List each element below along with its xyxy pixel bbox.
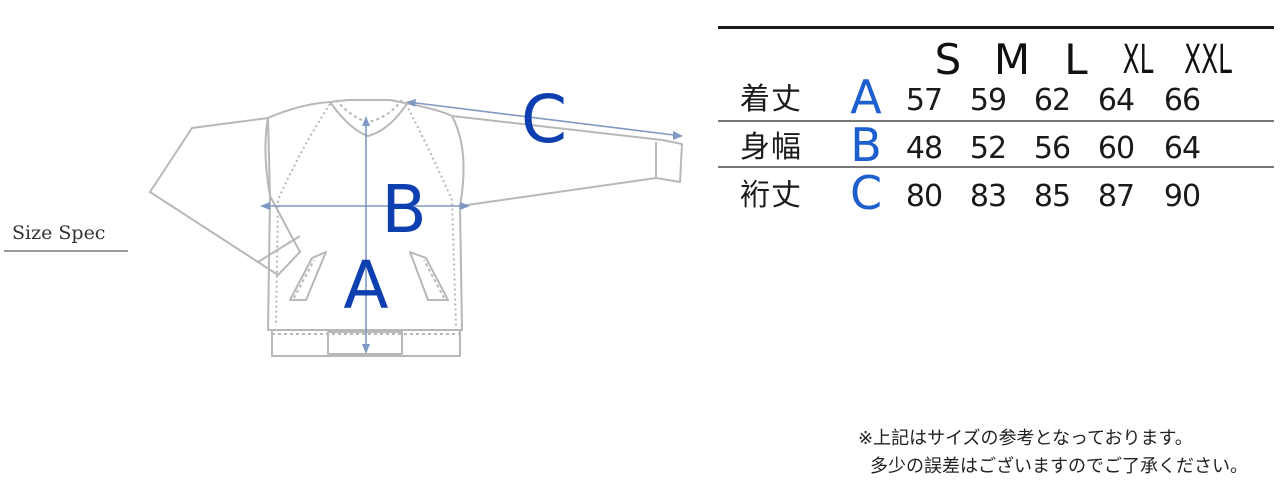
cell-value: 90 [1163,179,1201,214]
cell-value: 64 [1163,131,1201,166]
size-header-l: L [1064,35,1088,84]
cell-value: 52 [969,131,1007,166]
row-label: 身幅 [740,130,802,165]
table-row-rule [718,120,1274,122]
cell-value: 64 [1097,83,1135,118]
row-label: 裄丈 [740,178,802,213]
size-header-m: M [993,35,1031,84]
size-header-s: S [934,35,962,84]
cell-value: 87 [1097,179,1135,214]
row-label: 着丈 [740,82,802,117]
measurement-arrows [260,99,683,354]
cell-value: 83 [969,179,1007,214]
cell-value: 57 [905,83,943,118]
title-underline [4,250,128,252]
size-spec-title: Size Spec [12,222,106,244]
size-header-xxl: XXL [1184,37,1232,83]
table-row-rule [718,166,1274,168]
row-sleeve: 裄丈 C 80 83 85 87 90 [718,168,1274,220]
size-table: S M L XL XXL 着丈 A 57 59 62 64 66 身幅 B 48… [718,26,1274,222]
cell-value: 48 [905,131,943,166]
row-letter: A [850,70,882,124]
size-note: 多少の誤差はございますのでご了承ください。 [870,456,1248,477]
row-length: 着丈 A 57 59 62 64 66 [718,72,1274,124]
label-c: C [521,81,567,158]
table-top-rule [718,26,1274,29]
jacket-diagram: A B C [149,81,683,357]
cell-value: 80 [905,179,943,214]
cell-value: 85 [1033,179,1071,214]
size-header-xl: XL [1122,37,1154,83]
row-letter: B [850,118,882,172]
cell-value: 66 [1163,83,1201,118]
row-letter: C [849,166,883,220]
cell-value: 62 [1033,83,1071,118]
label-a: A [343,247,388,324]
label-b: B [381,171,426,248]
cell-value: 60 [1097,131,1135,166]
jacket-outline [149,99,683,357]
cell-value: 59 [969,83,1007,118]
cell-value: 56 [1033,131,1071,166]
row-width: 身幅 B 48 52 56 60 64 [718,120,1274,172]
size-note: ※上記はサイズの参考となっております。 [858,428,1193,449]
